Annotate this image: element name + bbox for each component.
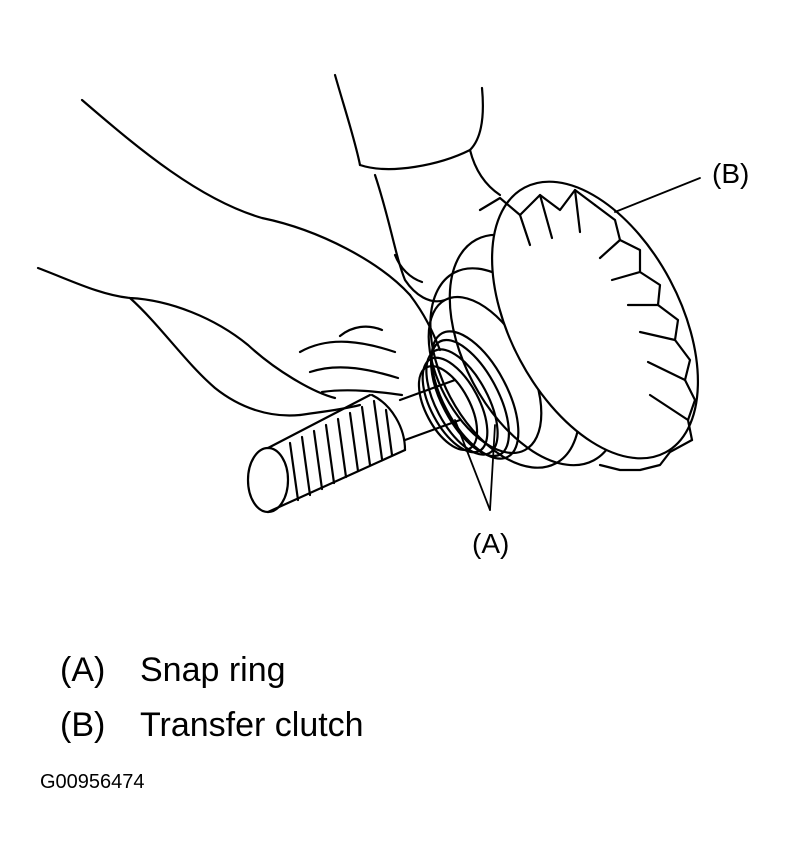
callout-a-label: (A) [472,528,510,559]
left-hand [36,98,442,417]
leader-lines [454,177,701,511]
figure-id: G00956474 [40,771,145,793]
snap-rings [417,330,520,460]
legend-row-snap-ring: (A) Snap ring [60,653,286,687]
right-hand [333,73,502,303]
legend-key: (B) [60,706,106,744]
splined-shaft [246,378,462,514]
legend-key: (A) [60,651,106,689]
legend-text: Snap ring [140,651,286,689]
legend-row-transfer-clutch: (B) Transfer clutch [60,708,364,742]
callout-b-label: (B) [712,158,750,189]
leader-line-b [614,177,701,213]
legend-text: Transfer clutch [140,706,364,744]
leader-line-a-2 [489,424,496,511]
leader-line-a-1 [454,419,491,511]
transfer-clutch-gear [478,180,700,472]
